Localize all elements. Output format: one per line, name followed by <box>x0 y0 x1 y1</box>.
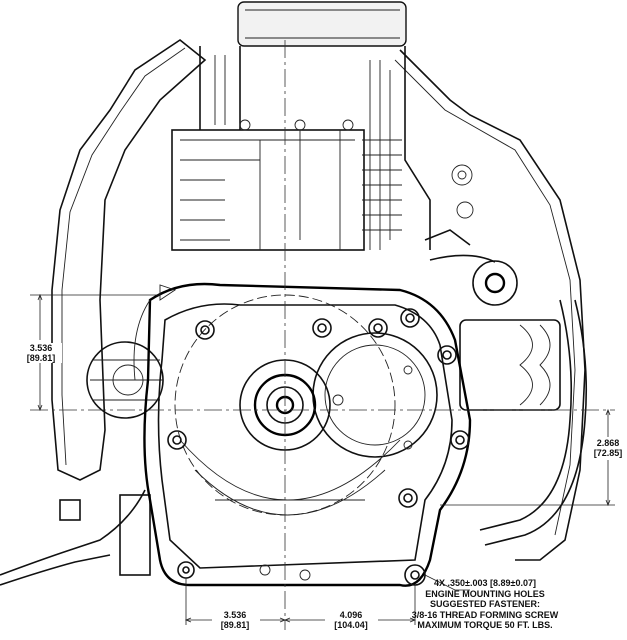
dimension-lines <box>30 293 615 625</box>
dim-bottom-right: 4.096 [104.04] <box>326 610 376 630</box>
wire-harness <box>0 489 146 576</box>
note-line-1: 4X .350±.003 [8.89±0.07] <box>434 578 536 588</box>
dim-left-vertical-inch: 3.536 <box>29 343 53 353</box>
sump-boss <box>312 332 438 458</box>
shroud-right <box>399 49 586 561</box>
mounting-hole-note: 4X .350±.003 [8.89±0.07] ENGINE MOUNTING… <box>380 578 590 631</box>
note-line-2: ENGINE MOUNTING HOLES <box>425 588 545 599</box>
dim-left-vertical: 3.536 [89.81] <box>20 343 62 363</box>
crankcase-bolts <box>167 308 470 586</box>
starter-motor <box>459 319 561 411</box>
dim-bottom-right-mm: [104.04] <box>334 620 368 630</box>
dim-bottom-left: 3.536 [89.81] <box>212 610 258 630</box>
cylinder-head <box>171 129 365 251</box>
note-line-3: SUGGESTED FASTENER: <box>429 599 540 609</box>
dim-bottom-left-inch: 3.536 <box>223 610 247 620</box>
dim-left-vertical-mm: [89.81] <box>26 353 56 363</box>
air-filter-cover <box>237 1 407 47</box>
dim-right-vertical-mm: [72.85] <box>593 448 623 458</box>
note-line-5: MAXIMUM TORQUE 50 FT. LBS. <box>417 620 553 630</box>
dim-bottom-right-inch: 4.096 <box>339 610 363 620</box>
note-line-4: 3/8-16 THREAD FORMING SCREW <box>411 609 559 620</box>
dim-bottom-left-mm: [89.81] <box>220 620 250 630</box>
crankcase <box>143 282 472 587</box>
governor-pulley <box>472 260 518 306</box>
dim-right-vertical: 2.868 [72.85] <box>588 438 627 458</box>
dipstick-tube <box>479 299 573 531</box>
blower-housing <box>51 39 207 481</box>
dim-right-vertical-inch: 2.868 <box>596 438 620 448</box>
